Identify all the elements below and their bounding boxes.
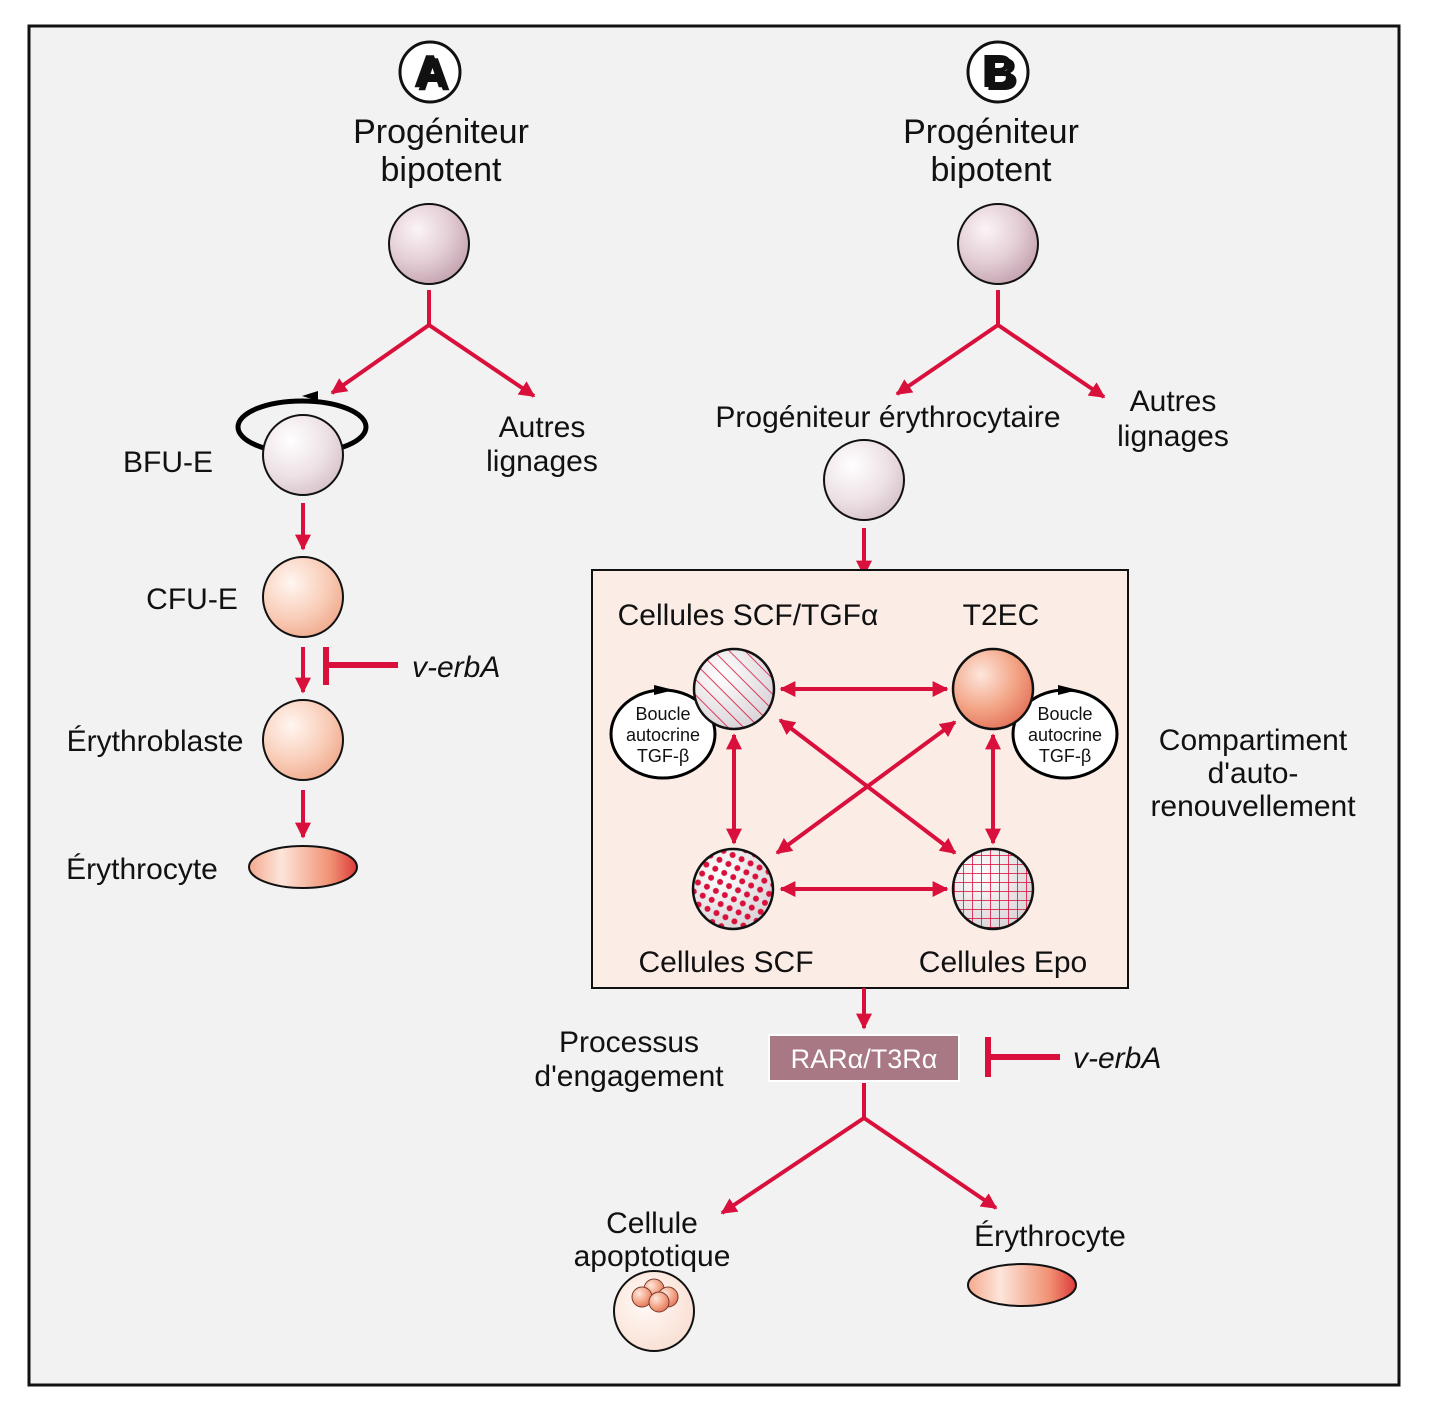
panel-b-letter: B xyxy=(981,45,1014,97)
epo-cell xyxy=(951,847,1035,931)
scf-cells-label: Cellules SCF xyxy=(638,946,813,979)
panel-a-badge: A A xyxy=(398,40,462,104)
autocrine-loop-right: Boucle autocrine TGF-β xyxy=(1011,685,1119,780)
bfue-label: BFU-E xyxy=(123,446,213,479)
bipotent-progenitor-cell-b xyxy=(957,203,1039,285)
other-lineages-a-line2: lignages xyxy=(486,445,598,478)
cfue-cell xyxy=(262,556,344,638)
erythrocyte-label-a: Érythrocyte xyxy=(66,853,218,886)
t2ec-cell xyxy=(951,647,1035,731)
autocrine-loop-left: Boucle autocrine TGF-β xyxy=(609,685,717,780)
scf-tgfa-cells-label: Cellules SCF/TGFα xyxy=(618,599,879,632)
svg-text:A: A xyxy=(417,48,450,100)
erythrocyte-cell-a xyxy=(248,845,358,889)
compartment-label-line2: d'auto- xyxy=(1208,757,1299,790)
compartment-arrows xyxy=(726,681,1001,897)
commitment-label-line1: Processus xyxy=(559,1026,699,1059)
panel-b-badge: B B xyxy=(966,40,1030,104)
panel-a-title-line2: bipotent xyxy=(381,151,503,189)
scf-cell xyxy=(691,847,775,931)
apoptotic-label-line2: apoptotique xyxy=(574,1240,731,1273)
panel-b-title-line2: bipotent xyxy=(931,151,1053,189)
compartment-label-line1: Compartiment xyxy=(1159,724,1348,757)
branch-arrows-a xyxy=(330,290,536,398)
verba-label-b: v-erbA xyxy=(1073,1042,1161,1075)
arrow-to-other-lineages-b xyxy=(996,323,1106,399)
other-lineages-b-line1: Autres xyxy=(1130,385,1217,418)
arrow-to-other-lineages-a xyxy=(427,323,536,398)
erythroblast-label: Érythroblaste xyxy=(67,725,244,758)
scf-tgfa-cell xyxy=(692,647,776,731)
arrow-to-erythrocyte-b xyxy=(862,1116,998,1210)
panel-a-title-line1: Progéniteur xyxy=(353,113,529,151)
panel-b-title-line1: Progéniteur xyxy=(903,113,1079,151)
svg-text:TGF-β: TGF-β xyxy=(1039,746,1091,766)
branch-arrows-b xyxy=(895,290,1106,399)
svg-text:autocrine: autocrine xyxy=(626,725,700,745)
verba-inhibition-b xyxy=(985,1037,1060,1077)
verba-inhibition-a xyxy=(323,647,398,685)
panel-b: B B Progéniteur bipotent Autres lignages… xyxy=(534,40,1356,1352)
other-lineages-b-line2: lignages xyxy=(1117,420,1229,453)
t2ec-label: T2EC xyxy=(963,599,1040,632)
svg-text:Boucle: Boucle xyxy=(635,704,690,724)
erythrocyte-cell-b xyxy=(967,1263,1077,1307)
erythroid-progenitor-cell xyxy=(823,439,905,521)
other-lineages-a-line1: Autres xyxy=(499,411,586,444)
svg-text:Boucle: Boucle xyxy=(1037,704,1092,724)
epo-cells-label: Cellules Epo xyxy=(919,946,1087,979)
svg-text:autocrine: autocrine xyxy=(1028,725,1102,745)
loop-arrowhead-icon xyxy=(302,391,318,401)
erythrocyte-label-b: Érythrocyte xyxy=(974,1220,1126,1253)
cfue-label: CFU-E xyxy=(146,583,238,616)
arrow-to-apoptotic-cell xyxy=(720,1116,866,1215)
svg-text:B: B xyxy=(985,48,1018,100)
erythroblast-cell xyxy=(262,699,344,781)
arrow-to-bfue xyxy=(330,323,431,395)
bfue-cell xyxy=(262,414,344,496)
verba-label-a: v-erbA xyxy=(412,651,500,684)
arrow-to-erythroid-progenitor xyxy=(895,323,1000,396)
commitment-label-line2: d'engagement xyxy=(534,1060,724,1093)
panel-a: A A Progéniteur bipotent Autres lignages… xyxy=(66,40,598,889)
panel-a-letter: A xyxy=(413,45,446,97)
erythroid-progenitor-label: Progéniteur érythrocytaire xyxy=(715,401,1060,434)
outcome-arrows xyxy=(720,1083,998,1215)
compartment-label-line3: renouvellement xyxy=(1150,790,1356,823)
loop-arrowhead-icon xyxy=(1058,685,1078,695)
receptor-box xyxy=(768,1034,960,1082)
arrow-t2ec-scf xyxy=(775,720,957,855)
receptor-label: RARα/T3Rα xyxy=(791,1044,938,1074)
apoptotic-cell xyxy=(613,1270,695,1352)
apoptotic-label-line1: Cellule xyxy=(606,1207,698,1240)
loop-arrowhead-icon xyxy=(654,685,674,695)
bipotent-progenitor-cell-a xyxy=(388,203,470,285)
svg-text:TGF-β: TGF-β xyxy=(637,746,689,766)
